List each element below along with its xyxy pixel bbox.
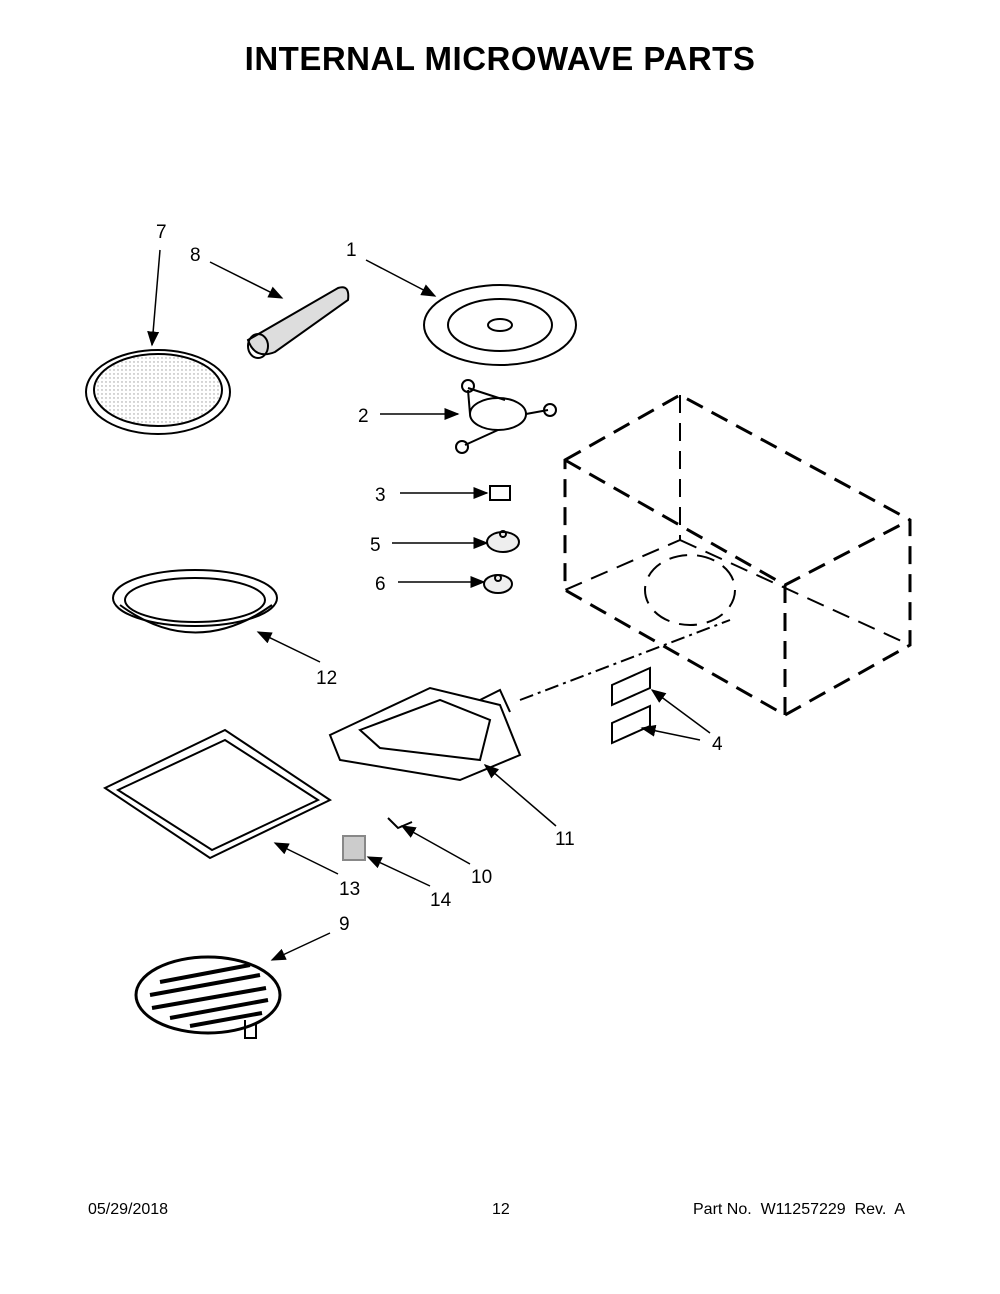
turntable-support-part bbox=[455, 379, 557, 454]
turntable-tray-part bbox=[423, 284, 577, 366]
callout-2: 2 bbox=[358, 406, 369, 427]
baking-dish-part bbox=[112, 569, 278, 634]
callout-arrows bbox=[147, 249, 711, 961]
centerline bbox=[519, 619, 731, 701]
coupler-part bbox=[489, 485, 511, 501]
callout-13: 13 bbox=[339, 879, 360, 900]
microwave-cavity-outline bbox=[563, 393, 912, 717]
callout-5: 5 bbox=[370, 535, 381, 556]
callout-8: 8 bbox=[190, 245, 201, 266]
callout-14: 14 bbox=[430, 890, 452, 911]
turntable-motor-part bbox=[486, 530, 520, 553]
callout-6: 6 bbox=[375, 574, 386, 595]
page-title: INTERNAL MICROWAVE PARTS bbox=[244, 40, 756, 77]
waveguide-cover-part bbox=[611, 666, 651, 745]
callout-4: 4 bbox=[712, 734, 723, 755]
heating-element-part bbox=[328, 686, 522, 782]
baking-tray-part bbox=[102, 728, 333, 860]
footer-part-number: Part No. W11257229 Rev. A bbox=[693, 1201, 905, 1218]
callout-7: 7 bbox=[156, 222, 167, 243]
callout-12: 12 bbox=[316, 668, 337, 689]
callout-1: 1 bbox=[346, 240, 357, 261]
footer-page-number: 12 bbox=[492, 1201, 510, 1218]
callout-3: 3 bbox=[375, 485, 386, 506]
callout-11: 11 bbox=[555, 829, 575, 850]
crisper-pan-part bbox=[85, 349, 231, 435]
crisper-handle-part bbox=[246, 286, 350, 359]
grill-rack-part bbox=[134, 955, 282, 1039]
footer-date: 05/29/2018 bbox=[88, 1201, 169, 1218]
label-part bbox=[342, 835, 366, 861]
callout-10: 10 bbox=[471, 867, 492, 888]
callout-9: 9 bbox=[339, 914, 350, 935]
clip-part bbox=[387, 817, 413, 830]
motor-part bbox=[483, 574, 513, 594]
